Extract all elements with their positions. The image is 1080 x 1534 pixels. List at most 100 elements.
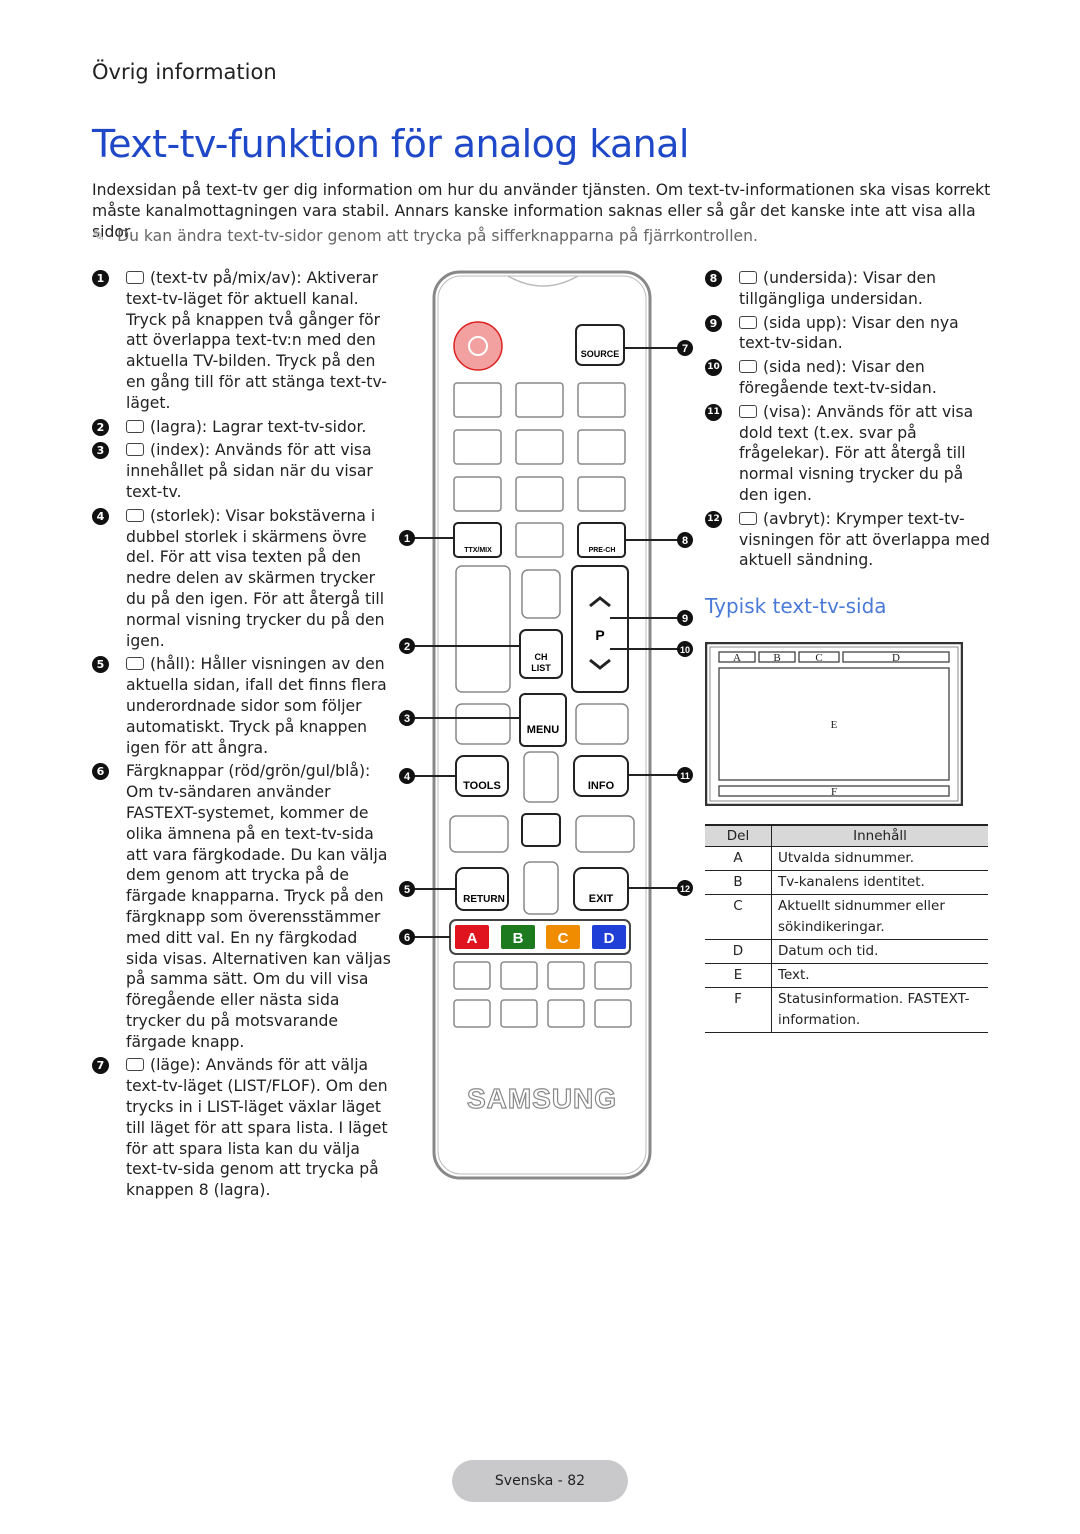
list-item: 6 Färgknappar (röd/grön/gul/blå): Om tv-s…: [92, 761, 392, 1052]
list-item: 9(sida upp): Visar den nya text-tv-sidan…: [705, 313, 990, 355]
section-heading: Övrig information: [92, 60, 277, 84]
callout-12: 12: [680, 884, 690, 894]
callout-2: 2: [404, 641, 410, 653]
page-title: Text-tv-funktion för analog kanal: [92, 122, 689, 166]
subtitle-typical-page: Typisk text-tv-sida: [705, 594, 887, 618]
number-badge: 7: [92, 1057, 109, 1075]
number-badge: 10: [705, 359, 722, 377]
screen-a: A: [733, 652, 741, 664]
screen-f: F: [831, 786, 837, 798]
ttx-mix-button: [453, 522, 502, 558]
ch-label: CH: [535, 652, 548, 662]
page-footer: Svenska - 82: [452, 1460, 628, 1502]
pencil-icon: ✎: [92, 227, 106, 245]
info-label: INFO: [588, 780, 615, 792]
number-badge: 4: [92, 507, 109, 525]
number-badge: 5: [92, 656, 109, 674]
p-label: P: [595, 627, 604, 643]
number-badge: 2: [92, 418, 109, 436]
screen-e: E: [831, 719, 838, 731]
red-button: [455, 925, 489, 949]
cancel-icon: [739, 511, 757, 525]
number-badge: 6: [92, 763, 109, 781]
page-rocker: [571, 565, 629, 693]
size-icon: [126, 508, 144, 522]
item-text: (undersida): Visar den tillgängliga unde…: [739, 269, 937, 308]
ch-list-button: [519, 629, 563, 679]
source-button: [575, 324, 625, 366]
screen-d: D: [892, 652, 900, 664]
remote-control-illustration: SOURCE TTX/MIX PRE-CH CH LIST P MENU TOO…: [399, 270, 693, 1180]
item-text: (sida ned): Visar den föregående text-tv…: [739, 358, 937, 397]
list-item: 3(index): Används för att visa innehålle…: [92, 440, 392, 502]
callout-11: 11: [680, 771, 690, 781]
prech-label: PRE-CH: [589, 547, 616, 554]
item-text: Färgknappar (röd/grön/gul/blå): Om tv-sä…: [126, 762, 391, 1051]
mode-icon: [126, 1058, 144, 1072]
store-icon: [126, 419, 144, 433]
item-text: (lagra): Lagrar text-tv-sidor.: [150, 417, 367, 436]
item-text: (avbryt): Krymper text-tv-visningen för …: [739, 509, 990, 570]
hold-icon: [126, 657, 144, 671]
header-innehall: Innehåll: [771, 824, 988, 847]
callout-8: 8: [682, 535, 688, 547]
list-item: 1 (text-tv på/mix/av): Aktiverar text-tv-…: [92, 268, 392, 414]
item-text: (text-tv på/mix/av): Aktiverar text-tv-l…: [126, 269, 387, 412]
page-down-icon: [739, 360, 757, 374]
ttx-label: TTX/MIX: [464, 547, 492, 554]
item-text: (storlek): Visar bokstäverna i dubbel st…: [126, 506, 385, 650]
list-item: 7 (läge): Används för att välja text-tv-l…: [92, 1055, 392, 1201]
index-icon: [126, 443, 144, 457]
left-column: 1 (text-tv på/mix/av): Aktiverar text-tv-…: [92, 268, 392, 1204]
screen-b: B: [773, 652, 780, 664]
item-text: (visa): Används för att visa dold text (…: [739, 402, 974, 504]
list-item: 4 (storlek): Visar bokstäverna i dubbel s…: [92, 506, 392, 652]
reveal-icon: [739, 404, 757, 418]
b-label: B: [513, 930, 524, 947]
callout-9: 9: [682, 613, 688, 625]
item-text: (håll): Håller visningen av den aktuella…: [126, 655, 387, 757]
return-label: RETURN: [463, 894, 505, 905]
power-button: [453, 321, 503, 371]
exit-label: EXIT: [589, 893, 614, 905]
d-label: D: [604, 930, 615, 947]
subpage-icon: [739, 271, 757, 284]
number-badge: 1: [92, 270, 109, 287]
green-button: [501, 925, 535, 949]
note-text: Du kan ändra text-tv-sidor genom att try…: [117, 227, 758, 245]
tools-label: TOOLS: [463, 780, 501, 792]
list-item: 12 (avbryt): Krymper text-tv-visningen fö…: [705, 509, 990, 571]
number-badge: 3: [92, 442, 109, 460]
menu-button: [519, 693, 567, 747]
callout-4: 4: [404, 771, 411, 783]
list-item: 10 (sida ned): Visar den föregående text-…: [705, 357, 990, 399]
list-item: 2 (lagra): Lagrar text-tv-sidor.: [92, 417, 392, 438]
number-badge: 8: [705, 270, 722, 287]
callout-10: 10: [680, 645, 690, 655]
yellow-button: [546, 925, 580, 949]
item-text: (läge): Används för att välja text-tv-lä…: [126, 1056, 388, 1200]
callout-3: 3: [404, 713, 410, 725]
page-up-icon: [739, 315, 757, 329]
teletext-page-diagram: A B C D E F: [705, 642, 963, 806]
brand-logo: SAMSUNG: [467, 1083, 617, 1114]
a-label: A: [467, 930, 478, 947]
number-badge: 12: [705, 510, 722, 528]
ttx-icon: [126, 271, 144, 284]
list-item: 11 (visa): Används för att visa dold text…: [705, 402, 990, 506]
list-label: LIST: [531, 663, 551, 673]
callout-6: 6: [404, 932, 410, 944]
item-text: (sida upp): Visar den nya text-tv-sidan.: [739, 313, 959, 353]
number-badge: 11: [705, 403, 722, 421]
right-column: 8 (undersida): Visar den tillgängliga und…: [705, 268, 990, 574]
blue-button: [592, 925, 626, 949]
list-item: 8 (undersida): Visar den tillgängliga und…: [705, 268, 990, 310]
